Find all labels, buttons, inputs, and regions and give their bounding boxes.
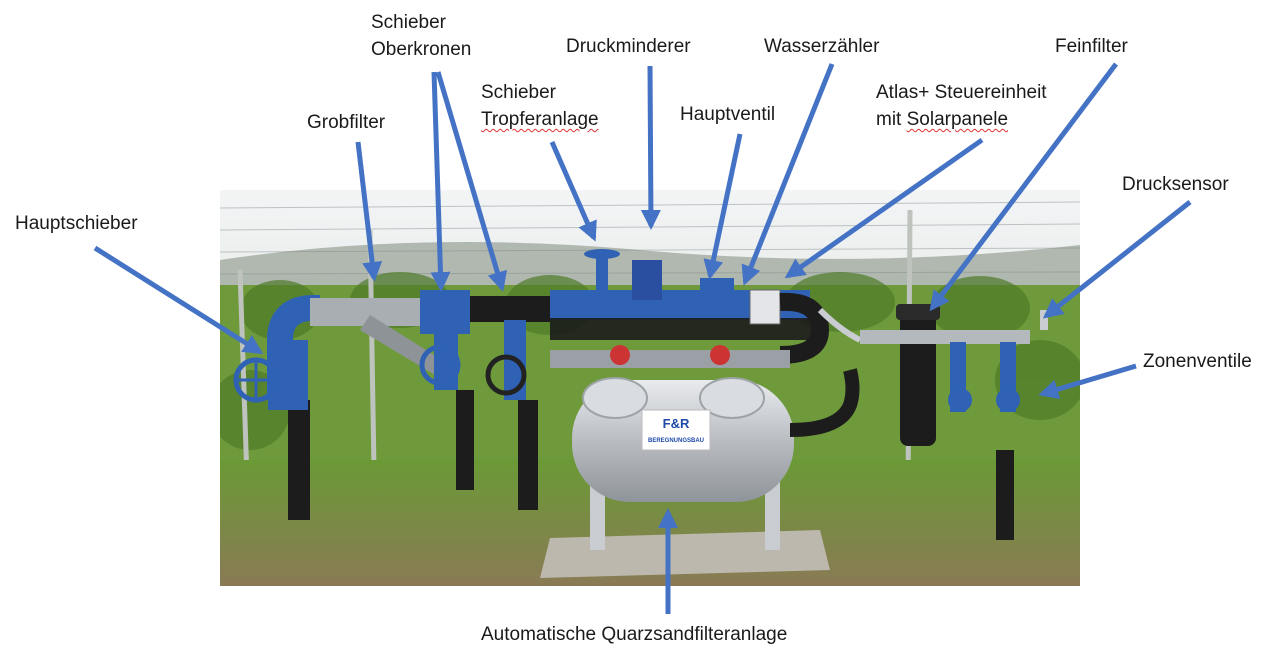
label-schieber-tropferanlage-line1: Schieber <box>481 82 556 103</box>
label-schieber-oberkronen: Schieber Oberkronen <box>371 9 471 63</box>
label-wasserzaehler: Wasserzähler <box>764 36 880 57</box>
label-atlas-line2-prefix: mit <box>876 109 907 130</box>
label-drucksensor: Drucksensor <box>1122 174 1229 195</box>
label-schieber-tropferanlage: Schieber Tropferanlage <box>481 79 599 133</box>
tank-subtitle-text: BEREGNUNGSBAU <box>648 438 704 444</box>
label-atlas-line2: mit Solarpanele <box>876 106 1047 133</box>
label-schieber-oberkronen-line2: Oberkronen <box>371 39 472 60</box>
label-schieber-oberkronen-line1: Schieber <box>371 12 446 33</box>
label-zonenventile: Zonenventile <box>1143 351 1252 372</box>
label-atlas-line2-word: Solarpanele <box>906 109 1009 130</box>
label-hauptventil: Hauptventil <box>680 104 776 125</box>
label-atlas-steuereinheit: Atlas+ Steuereinheit mit Solarpanele <box>876 79 1047 133</box>
label-feinfilter: Feinfilter <box>1055 36 1128 57</box>
tank-brand-text: F&R <box>663 416 690 431</box>
label-hauptschieber: Hauptschieber <box>15 213 138 234</box>
label-druckminderer: Druckminderer <box>566 36 691 57</box>
label-grobfilter: Grobfilter <box>307 112 386 133</box>
label-atlas-line1: Atlas+ Steuereinheit <box>876 82 1047 103</box>
label-schieber-tropferanlage-line2: Tropferanlage <box>481 109 599 130</box>
irrigation-station-photo: F&R BEREGNUNGSBAU <box>220 190 1080 586</box>
label-quarzsandfilteranlage: Automatische Quarzsandfilteranlage <box>481 624 788 645</box>
